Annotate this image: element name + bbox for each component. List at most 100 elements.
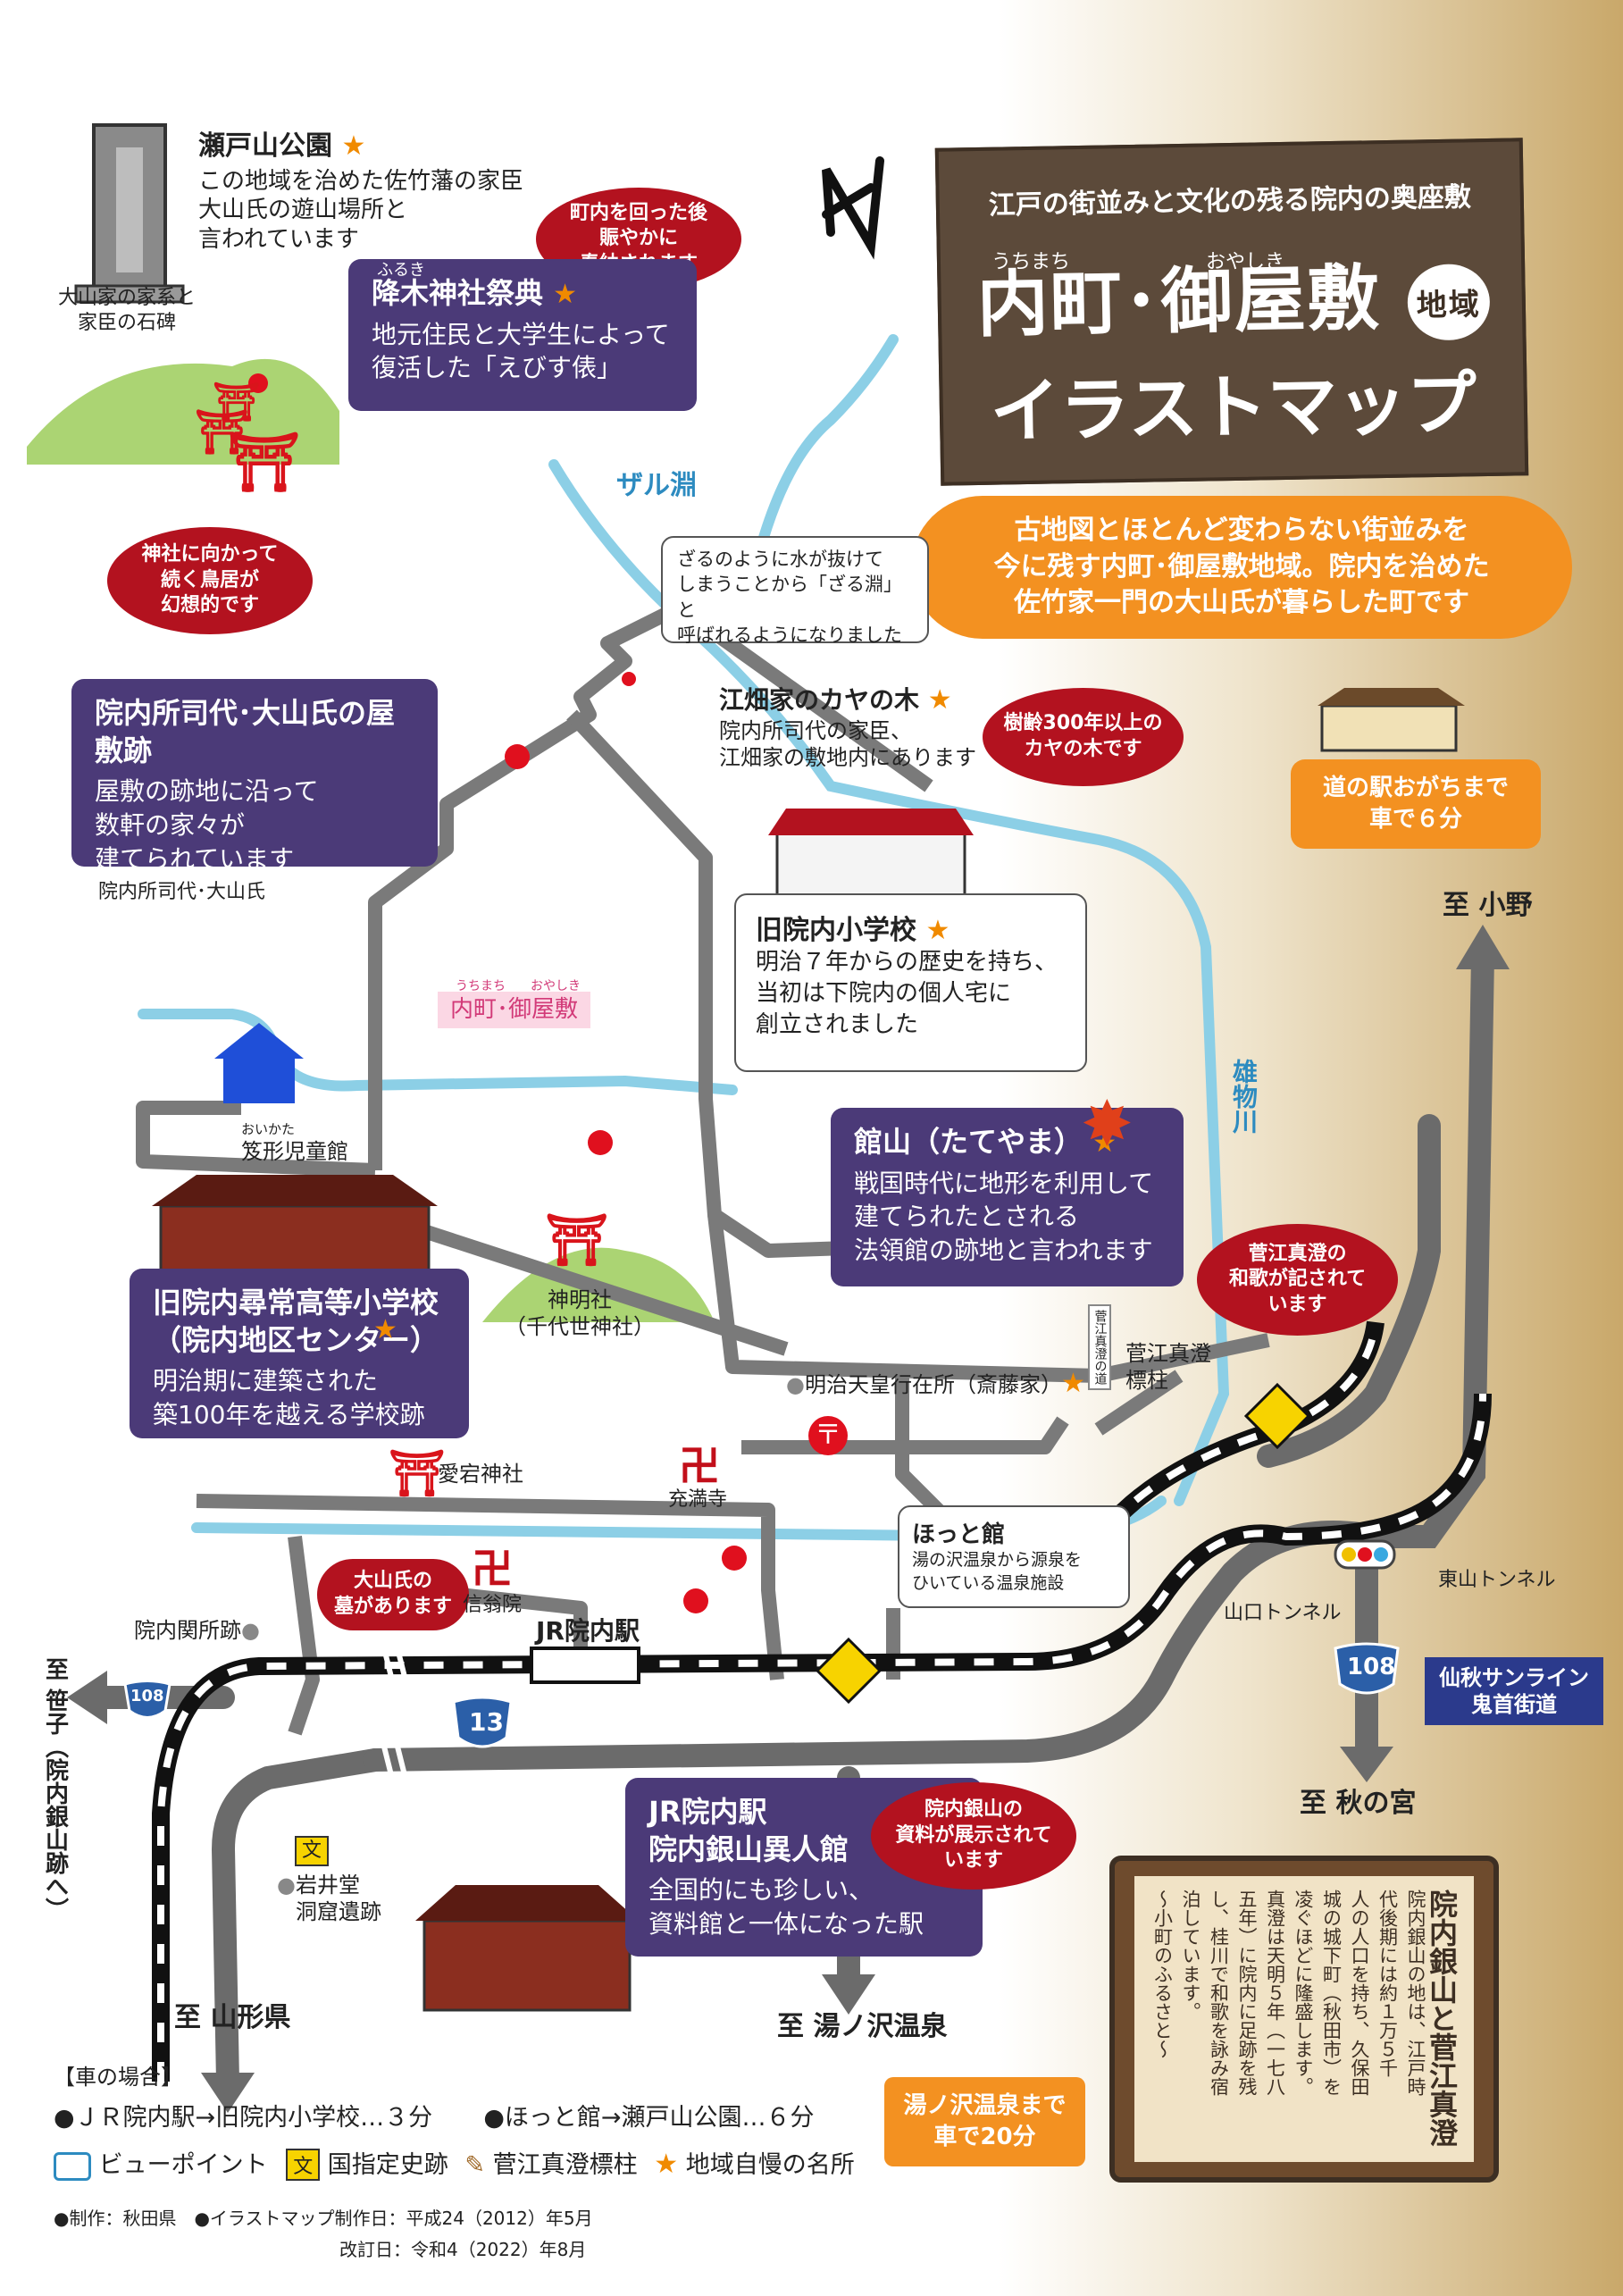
sekisho-label: 院内関所跡● — [134, 1617, 260, 1644]
board-title: 院内銀山と菅江真澄 — [1425, 1890, 1459, 2147]
old-school-box: 旧院内小学校 ★ 明治７年からの歴史を持ち、 当初は下院内の個人宅に 創立されま… — [734, 893, 1087, 1072]
shinmeisha-torii-icon: ⛩ — [545, 1211, 609, 1270]
ijinkan-bubble: 院内銀山の 資料が展示されて います — [871, 1782, 1076, 1890]
revised: 改訂日：令和4（2022）年8月 — [339, 2239, 587, 2260]
setoyama-body: この地域を治めた佐竹藩の家臣 大山氏の遊山場所と 言われています — [198, 167, 524, 253]
zarubuchi-note: ざるのように水が抜けて しまうことから「ざる淵」と 呼ばれるようになりました — [661, 536, 929, 646]
masumi-label: 菅江真澄 標柱 — [1125, 1341, 1211, 1393]
setoyama-title: 瀬戸山公園 — [198, 130, 332, 162]
tateyama-box: 館山（たてやま） ★ 戦国時代に地形を利用して 建てられたとされる 法領館の跡地… — [831, 1108, 1184, 1286]
title-subtitle: 江戸の街並みと文化の残る院内の奥座敷 — [988, 181, 1472, 222]
masumi-pillar: 菅江真澄の道 — [1088, 1304, 1111, 1390]
oyama-grave-bubble: 大山氏の 墓があります — [317, 1559, 469, 1630]
legend-viewpoint: ビューポイント — [98, 2151, 268, 2179]
oyama-title: 院内所司代･大山氏の屋敷跡 — [95, 696, 396, 767]
title-badge: 地域 — [1406, 263, 1491, 341]
oyama-residence-box: 院内所司代･大山氏の屋敷跡 屋敷の跡地に沿って 数軒の家々が 建てられています — [71, 679, 438, 874]
children-hall: おいかた 笈形児童館 — [241, 1121, 348, 1165]
yunosawa-drive-box: 湯ノ沢温泉まで 車で20分 — [884, 2077, 1085, 2166]
higashiyama-tunnel-label: 東山トンネル — [1438, 1569, 1556, 1591]
star-icon: ★ — [553, 279, 578, 310]
shinou-label: 信翁院 — [463, 1594, 523, 1616]
legend-masumi: 菅江真澄標柱 — [492, 2151, 638, 2179]
camera-icon — [54, 2151, 91, 2181]
torii-icon: ⛩ — [228, 430, 301, 496]
furuki-festival-box: ふるき 降木神社祭典 ★ 地元住民と大学生によって 復活した「えびす俵」 — [348, 259, 697, 411]
tateyama-body: 戦国時代に地形を利用して 建てられたとされる 法領館の跡地と言われます — [854, 1168, 1154, 1266]
atago-label: 愛宕神社 — [438, 1462, 523, 1487]
stone-monument — [74, 123, 185, 304]
shinou-temple-icon: 卍 — [472, 1545, 513, 1593]
furuki-ruby: ふるき — [377, 261, 425, 280]
ijinkan-title: JR院内駅 院内銀山異人館 — [648, 1795, 849, 1866]
oyama-caption: 院内所司代･大山氏 — [98, 881, 266, 903]
sensyu-line-box: 仙秋サンライン 鬼首街道 — [1425, 1657, 1603, 1725]
star-icon: ★ — [1092, 1127, 1117, 1159]
river-label: 雄物川 — [1229, 1059, 1259, 1134]
tunnel-marks — [381, 1647, 409, 1783]
atago-torii-icon: ⛩ — [389, 1447, 446, 1499]
credit: ●制作：秋田県 ●イラストマップ制作日：平成24（2012）年5月 — [54, 2208, 593, 2229]
ruby-oyashiki: おやしき — [1206, 251, 1285, 273]
station-platform — [530, 1647, 640, 1684]
legend-item-1: ●ＪＲ院内駅→旧院内小学校…３分 — [54, 2104, 433, 2132]
jinjo-school-body: 明治期に建築された 築100年を越える学校跡 — [153, 1366, 425, 1429]
oyama-body: 屋敷の跡地に沿って 数軒の家々が 建てられています — [95, 776, 319, 874]
ebata-bubble: 樹齢300年以上の カヤの木です — [983, 688, 1184, 786]
route-108-east: 108 — [1347, 1654, 1396, 1680]
legend-historic: 国指定史跡 — [327, 2151, 448, 2179]
post-office-icon: 〒 — [808, 1416, 848, 1455]
masumi-bubble: 菅江真澄の 和歌が記されて います — [1197, 1224, 1398, 1336]
dot-icon: ● — [786, 1372, 805, 1397]
route-ono: 至 小野 — [1443, 890, 1533, 921]
area-ruby: うちまち おやしき — [456, 979, 581, 993]
tateyama-title: 館山（たてやま） — [854, 1125, 1083, 1159]
zarubuchi-label: ザル淵 — [616, 470, 697, 501]
old-school-title: 旧院内小学校 — [756, 915, 916, 946]
board-text: 院内銀山の地は、江戸時 代後期には約１万５千 人の人口を持ち、久保田 城の城下町… — [1151, 1890, 1427, 2096]
star-icon: ★ — [1061, 1368, 1085, 1399]
route-akinomiya: 至 秋の宮 — [1300, 1788, 1417, 1819]
star-icon: ★ — [927, 684, 952, 716]
sekisho-text: 院内関所跡 — [134, 1618, 241, 1643]
route-shields — [123, 1642, 1400, 1748]
title-sign: 江戸の街並みと文化の残る院内の奥座敷 内町･御屋敷 地域 イラストマップ — [934, 138, 1529, 486]
torii-icon: ⛩ — [213, 380, 261, 423]
furuki-body: 地元住民と大学生によって 復活した「えびす俵」 — [372, 319, 670, 383]
sensyu-line-label: 仙秋サンライン 鬼首街道 — [1439, 1665, 1589, 1717]
torii-icon: ⛩ — [195, 407, 249, 457]
north-arrow — [822, 156, 884, 260]
star-icon: ★ — [654, 2149, 679, 2180]
ebata-body: 院内所司代の家臣、 江畑家の敷地内にあります — [719, 717, 976, 770]
area-label: うちまち おやしき 内町･御屋敷 — [438, 979, 591, 1028]
route-arrows — [67, 925, 1510, 2113]
zarubuchi-text: ざるのように水が抜けて しまうことから「ざる淵」と 呼ばれるようになりました — [677, 549, 902, 647]
ijinkan-body: 全国的にも珍しい、 資料館と一体になった駅 — [648, 1875, 924, 1939]
meiji-label: 明治天皇行在所（斎藤家） — [804, 1372, 1062, 1397]
michinoeki-box: 道の駅おがちまで 車で６分 — [1291, 759, 1541, 849]
ebata-title: 江畑家のカヤの木 — [719, 685, 920, 715]
star-icon: ★ — [373, 1314, 397, 1345]
ebata-marker — [622, 672, 636, 686]
legend-item-2: ●ほっと館→瀬戸山公園…６分 — [483, 2104, 815, 2132]
star-icon: ★ — [925, 915, 950, 946]
jumanji-label: 充満寺 — [668, 1488, 728, 1511]
iwaido-text: 岩井堂 洞窟遺跡 — [295, 1873, 381, 1924]
route-yamagata: 至 山形県 — [174, 2002, 291, 2033]
area-label-text: 内町･御屋敷 — [450, 996, 579, 1023]
shinmeisha-label: 神明社 （千代世神社） — [505, 1287, 655, 1339]
setoyama-park: 瀬戸山公園 ★ この地域を治めた佐竹藩の家臣 大山氏の遊山場所と 言われています — [198, 130, 523, 254]
dot-icon: ● — [277, 1873, 296, 1898]
route-108-west: 108 — [130, 1687, 164, 1705]
jinjo-school-box: 旧院内尋常高等小学校 （院内地区センター） 明治期に建築された 築100年を越え… — [130, 1269, 469, 1438]
jinjo-school-title: 旧院内尋常高等小学校 （院内地区センター） — [153, 1286, 439, 1357]
bun-icon: 文 — [295, 1836, 330, 1866]
furuki-title: 降木神社祭典 — [372, 276, 544, 310]
station-label: JR院内駅 — [536, 1616, 640, 1646]
old-school-body: 明治７年からの歴史を持ち、 当初は下院内の個人宅に 創立されました — [756, 949, 1058, 1039]
yamaguchi-tunnel-label: 山口トンネル — [1224, 1602, 1342, 1624]
ruby-uchimachi: うちまち — [991, 251, 1071, 273]
hottokan-body: 湯の沢温泉から源泉を ひいている温泉施設 — [912, 1550, 1083, 1593]
